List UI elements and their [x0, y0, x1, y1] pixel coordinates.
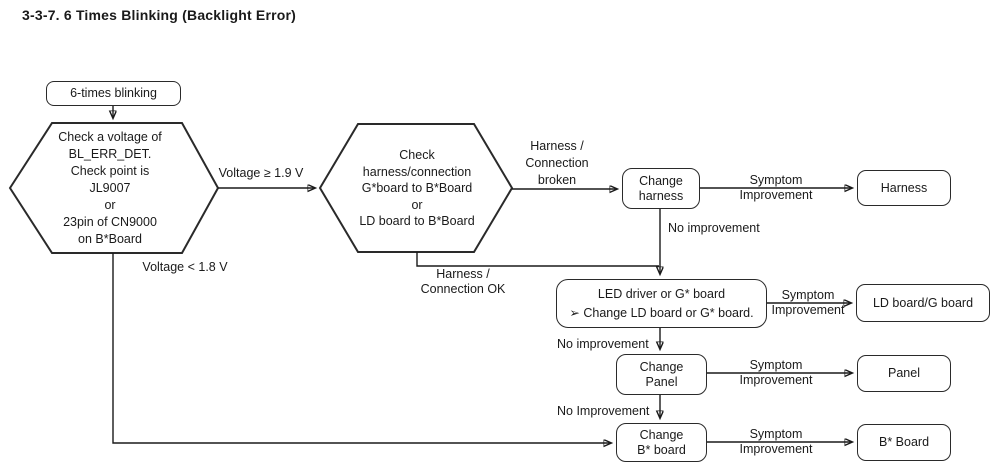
node-b-board: B* Board [857, 424, 951, 461]
node-led-driver-line1: LED driver or G* board [597, 286, 726, 301]
label-symptom-improvement-2: Symptom Improvement [771, 288, 845, 317]
node-change-harness: Change harness [622, 168, 700, 209]
node-change-panel: Change Panel [616, 354, 707, 395]
node-change-b-board: Change B* board [616, 423, 707, 462]
label-symptom-improvement-3: Symptom Improvement [739, 358, 813, 387]
node-panel: Panel [857, 355, 951, 392]
label-harness-ok: Harness / Connection OK [420, 267, 506, 296]
label-no-improvement-1: No improvement [668, 221, 760, 235]
label-voltage-low: Voltage < 1.8 V [142, 260, 228, 274]
label-symptom-improvement-4: Symptom Improvement [739, 427, 813, 456]
node-ld-board: LD board/G board [856, 284, 990, 322]
connector-voltage-low [112, 253, 611, 443]
node-led-driver-line2: ➢ Change LD board or G* board. [569, 305, 754, 320]
node-harness: Harness [857, 170, 951, 206]
node-led-driver: LED driver or G* board ➢ Change LD board… [556, 279, 767, 328]
label-no-improvement-2: No improvement [557, 337, 649, 351]
node-check-harness-text: Check harness/connection G*board to B*Bo… [359, 148, 475, 228]
page-title: 3-3-7. 6 Times Blinking (Backlight Error… [22, 7, 297, 23]
hexagon-check-harness [318, 123, 514, 253]
node-check-voltage-text: Check a voltage of BL_ERR_DET. Check poi… [58, 130, 162, 246]
label-harness-broken: Harness / Connection broken [525, 139, 589, 187]
label-no-improvement-3: No Improvement [557, 404, 650, 418]
node-start: 6-times blinking [46, 81, 181, 106]
label-symptom-improvement-1: Symptom Improvement [739, 173, 813, 202]
label-voltage-high: Voltage ≥ 1.9 V [218, 166, 304, 180]
connector-harness-ok [416, 252, 659, 267]
